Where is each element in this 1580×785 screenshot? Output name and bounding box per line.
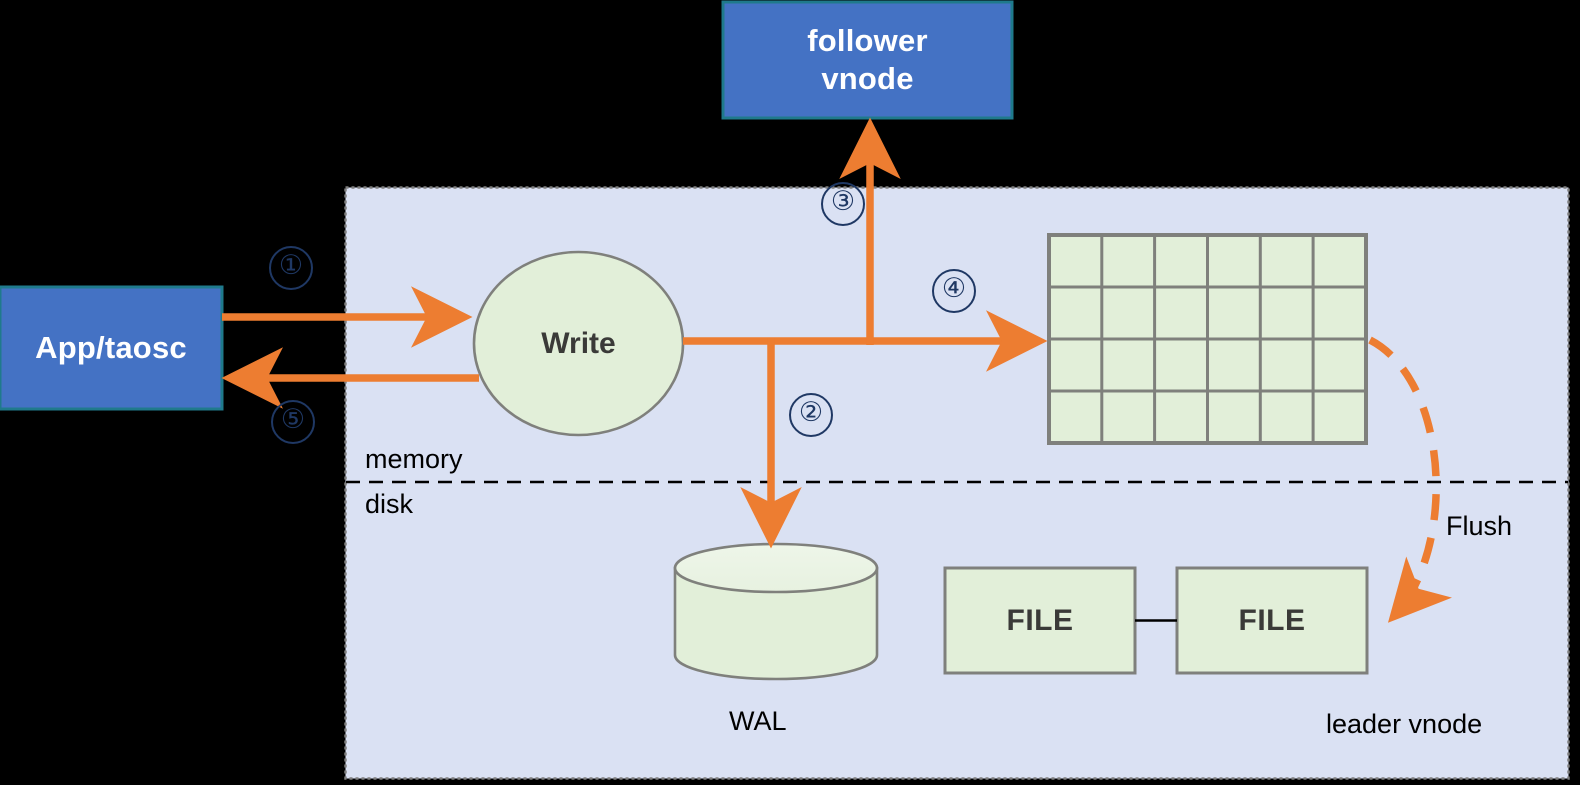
wal-label: WAL [729,706,787,736]
flush-label: Flush [1446,511,1513,541]
wal-cylinder [673,542,879,681]
arrow-flush-dashed [1368,336,1452,623]
step-3-badge: ③ [821,182,865,226]
file-box-left [943,566,1137,675]
step-1-badge: ① [269,246,313,290]
disk-tier-label: disk [365,489,414,519]
follower-vnode-box[interactable] [721,0,1014,120]
write-node[interactable] [472,250,685,437]
memtable-grid [1047,233,1368,445]
leader-vnode-caption: leader vnode [1326,709,1483,739]
step-5-badge: ⑤ [271,400,315,444]
memory-tier-label: memory [365,444,463,474]
step-4-badge: ④ [932,269,976,313]
app-taosc-box[interactable] [0,285,224,411]
file-box-right [1175,566,1369,675]
step-2-badge: ② [789,393,833,437]
